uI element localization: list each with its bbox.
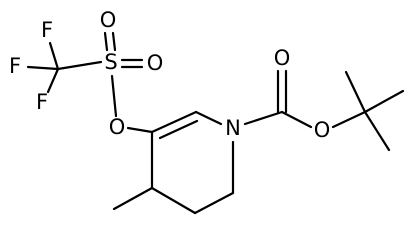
bond-c5-c6-outer [150, 110, 198, 134]
atom-oxygen-sulfonyl-top: O [100, 8, 117, 32]
bond-cq-me-top [344, 70, 367, 114]
bond-c3-c4 [150, 186, 197, 215]
bond-c4-methyl [112, 186, 154, 211]
atom-fluorine-top: F [41, 18, 53, 42]
atom-oxygen-triflate: O [109, 115, 126, 139]
bond-n-carbonyl-c [243, 110, 284, 126]
bond-layer [26, 31, 405, 215]
atom-oxygen-carbonyl: O [274, 46, 291, 70]
bond-s-o-top-b [111, 31, 117, 52]
bond-o-cq [331, 110, 367, 129]
bond-cq-me-bottom [363, 110, 391, 152]
bond-c5-c6-inner [158, 119, 199, 140]
atom-oxygen-sulfonyl-right: O [147, 51, 164, 75]
atom-fluorine-bottom: F [36, 90, 48, 114]
bond-c6-n [194, 110, 223, 126]
bond-c-f-left [26, 65, 60, 71]
bond-c-f-bottom [46, 67, 60, 94]
bond-c-s [56, 60, 103, 71]
bond-o-c5 [126, 126, 154, 134]
atom-sulfur: S [104, 50, 117, 74]
bond-c-f-top [48, 41, 60, 71]
atom-nitrogen: N [225, 116, 241, 140]
bond-s-o-top-a [103, 31, 109, 52]
bond-cq-me-right [363, 89, 405, 114]
bond-c-o-ester [280, 110, 313, 129]
bond-s-o-triflate [110, 74, 118, 118]
atom-label-layer: F F F S O O O N O O [9, 8, 330, 142]
chemical-structure: F F F S O O O N O O [9, 8, 405, 215]
bond-c2-c3 [193, 191, 235, 215]
atom-fluorine-left: F [9, 54, 21, 78]
atom-oxygen-ester: O [314, 118, 331, 142]
